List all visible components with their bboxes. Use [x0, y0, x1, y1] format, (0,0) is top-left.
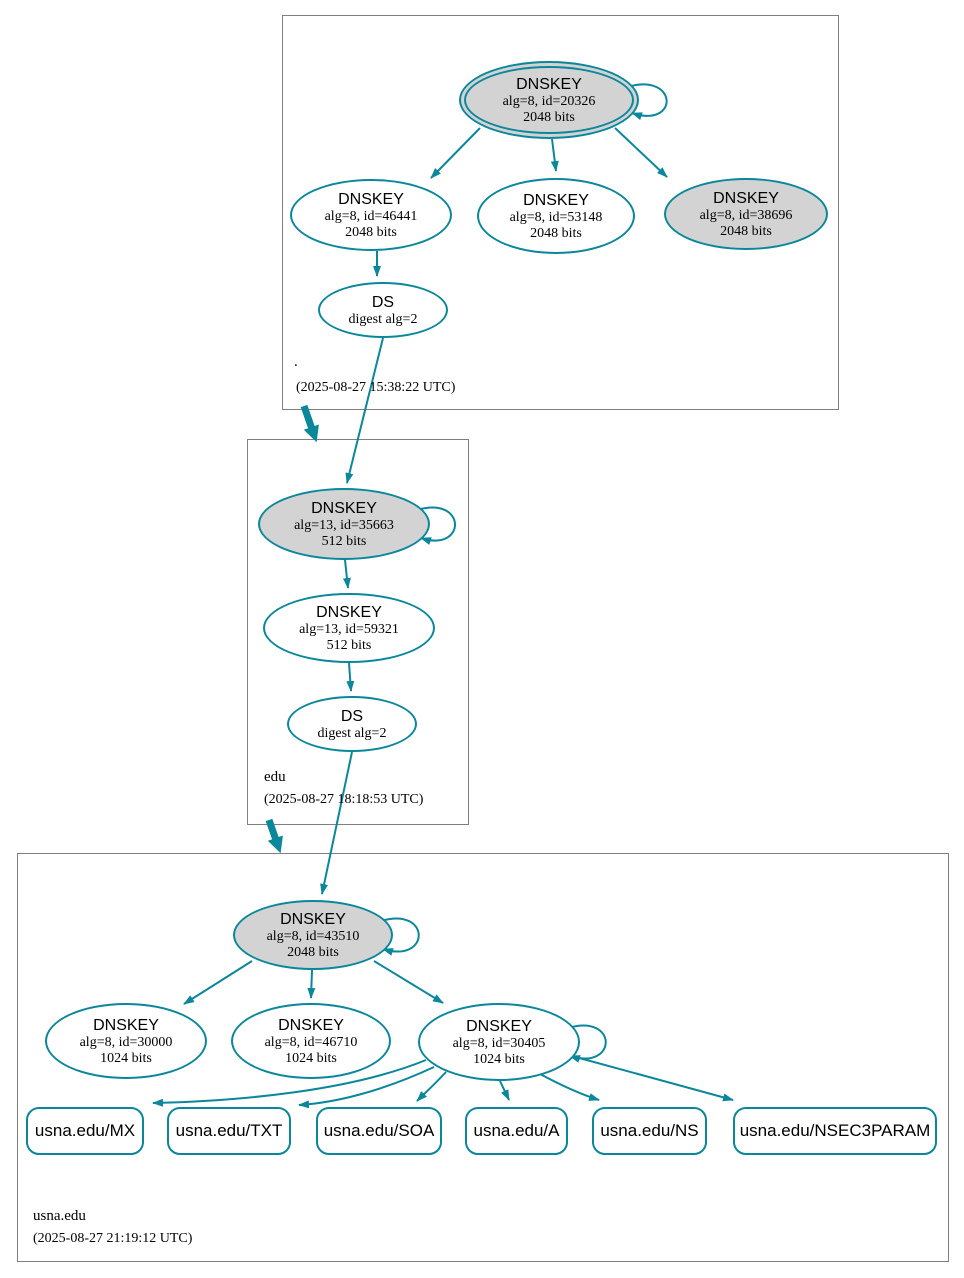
node-size: 1024 bits [473, 1051, 525, 1067]
node-detail: alg=13, id=59321 [299, 621, 399, 637]
zone-label-root: . [294, 354, 298, 370]
node-detail: digest alg=2 [317, 725, 387, 741]
node-size: 1024 bits [285, 1050, 337, 1066]
rrset-usna-soa[interactable]: usna.edu/SOA [316, 1107, 442, 1155]
dnskey-node-35663[interactable]: DNSKEY alg=13, id=35663 512 bits [258, 488, 430, 560]
node-title: DNSKEY [280, 910, 346, 928]
node-title: DS [371, 293, 395, 311]
dnskey-node-53148[interactable]: DNSKEY alg=8, id=53148 2048 bits [477, 178, 635, 254]
node-title: DNSKEY [516, 75, 582, 93]
dnskey-node-20326[interactable]: DNSKEY alg=8, id=20326 2048 bits [459, 61, 639, 139]
node-detail: alg=8, id=46441 [324, 208, 418, 224]
node-size: 2048 bits [287, 944, 339, 960]
dnskey-node-38696[interactable]: DNSKEY alg=8, id=38696 2048 bits [664, 178, 828, 250]
node-detail: alg=8, id=53148 [509, 209, 603, 225]
node-detail: digest alg=2 [348, 311, 418, 327]
rrset-usna-ns[interactable]: usna.edu/NS [592, 1107, 707, 1155]
node-title: DNSKEY [278, 1016, 344, 1034]
dnskey-node-43510[interactable]: DNSKEY alg=8, id=43510 2048 bits [233, 900, 393, 970]
dnskey-node-46441[interactable]: DNSKEY alg=8, id=46441 2048 bits [290, 179, 452, 251]
node-title: DNSKEY [93, 1016, 159, 1034]
dnskey-node-46710[interactable]: DNSKEY alg=8, id=46710 1024 bits [231, 1003, 391, 1079]
node-detail: alg=8, id=30405 [452, 1035, 546, 1051]
zone-timestamp-edu: (2025-08-27 18:18:53 UTC) [264, 792, 424, 807]
node-title: DNSKEY [523, 191, 589, 209]
node-title: DNSKEY [316, 603, 382, 621]
dnskey-node-59321[interactable]: DNSKEY alg=13, id=59321 512 bits [263, 593, 435, 663]
rrset-usna-txt[interactable]: usna.edu/TXT [167, 1107, 291, 1155]
node-title: DS [340, 707, 364, 725]
ds-node-edu[interactable]: DS digest alg=2 [287, 696, 417, 752]
node-size: 512 bits [326, 637, 372, 653]
node-title: DNSKEY [466, 1017, 532, 1035]
node-detail: alg=8, id=20326 [502, 93, 596, 109]
node-size: 2048 bits [530, 225, 582, 241]
zone-box-usna [17, 853, 949, 1262]
node-title: DNSKEY [338, 190, 404, 208]
zone-label-usna: usna.edu [33, 1208, 86, 1224]
node-detail: alg=8, id=38696 [699, 207, 793, 223]
rrset-usna-a[interactable]: usna.edu/A [465, 1107, 568, 1155]
node-size: 2048 bits [345, 224, 397, 240]
node-size: 1024 bits [100, 1050, 152, 1066]
node-size: 2048 bits [720, 223, 772, 239]
dnskey-node-30000[interactable]: DNSKEY alg=8, id=30000 1024 bits [45, 1003, 207, 1079]
node-detail: alg=8, id=30000 [79, 1034, 173, 1050]
node-size: 2048 bits [523, 109, 575, 125]
dnskey-node-30405[interactable]: DNSKEY alg=8, id=30405 1024 bits [418, 1003, 580, 1081]
node-detail: alg=8, id=46710 [264, 1034, 358, 1050]
node-title: DNSKEY [713, 189, 779, 207]
dnskey-node-20326-inner: DNSKEY alg=8, id=20326 2048 bits [464, 66, 634, 134]
node-detail: alg=8, id=43510 [266, 928, 360, 944]
rrset-usna-mx[interactable]: usna.edu/MX [26, 1107, 144, 1155]
rrset-usna-nsec3param[interactable]: usna.edu/NSEC3PARAM [733, 1107, 937, 1155]
zone-box-root [282, 15, 839, 410]
node-detail: alg=13, id=35663 [294, 517, 394, 533]
zone-timestamp-usna: (2025-08-27 21:19:12 UTC) [33, 1231, 193, 1246]
node-title: DNSKEY [311, 499, 377, 517]
ds-node-root[interactable]: DS digest alg=2 [318, 282, 448, 338]
zone-timestamp-root: (2025-08-27 15:38:22 UTC) [296, 380, 456, 395]
zone-label-edu: edu [264, 769, 286, 785]
node-size: 512 bits [321, 533, 367, 549]
